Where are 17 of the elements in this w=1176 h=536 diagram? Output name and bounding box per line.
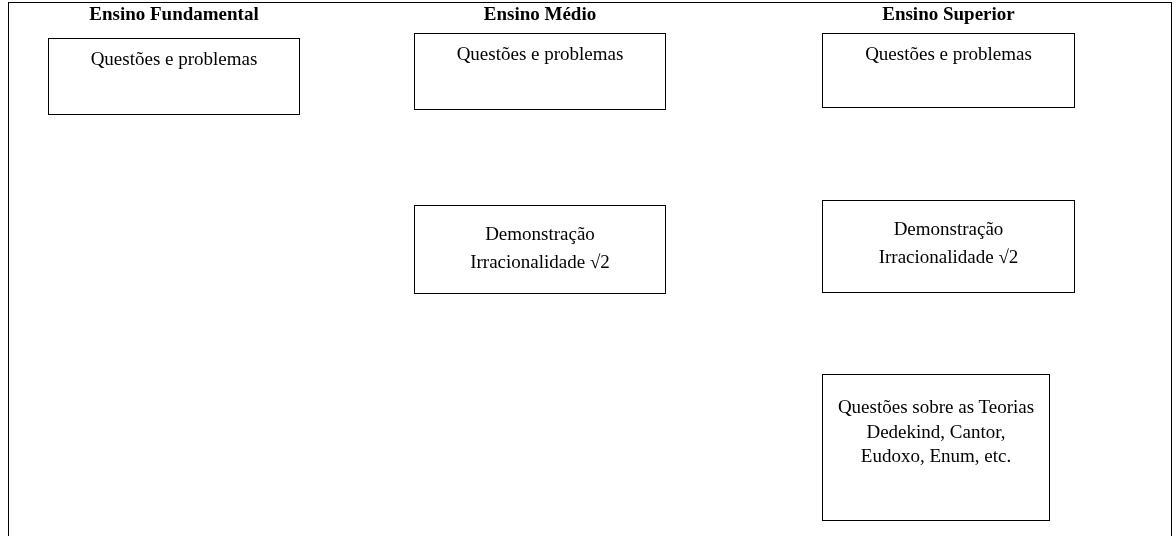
- text-box: [414, 33, 666, 110]
- column-heading: Ensino Médio: [482, 3, 598, 25]
- box-text: Irracionalidade √2: [878, 244, 1019, 269]
- text-box: [822, 374, 1050, 521]
- text-box: [822, 33, 1075, 108]
- column-heading: Ensino Superior: [881, 3, 1016, 25]
- text-box: [48, 38, 300, 115]
- box-text: Questões e problemas: [90, 47, 258, 71]
- text-box: [414, 205, 666, 294]
- box-text: Demonstração: [485, 222, 595, 246]
- box-text: Questões e problemas: [865, 42, 1032, 66]
- box-text: Demonstração: [893, 217, 1004, 241]
- box-text: Irracionalidade √2: [470, 249, 610, 274]
- box-text: Questões sobre as Teorias Dedekind, Cantor, Eudoxo, Enum, etc.: [836, 395, 1036, 469]
- column-heading: Ensino Fundamental: [88, 3, 260, 25]
- box-text: Questões e problemas: [456, 42, 624, 66]
- text-box: [822, 200, 1075, 293]
